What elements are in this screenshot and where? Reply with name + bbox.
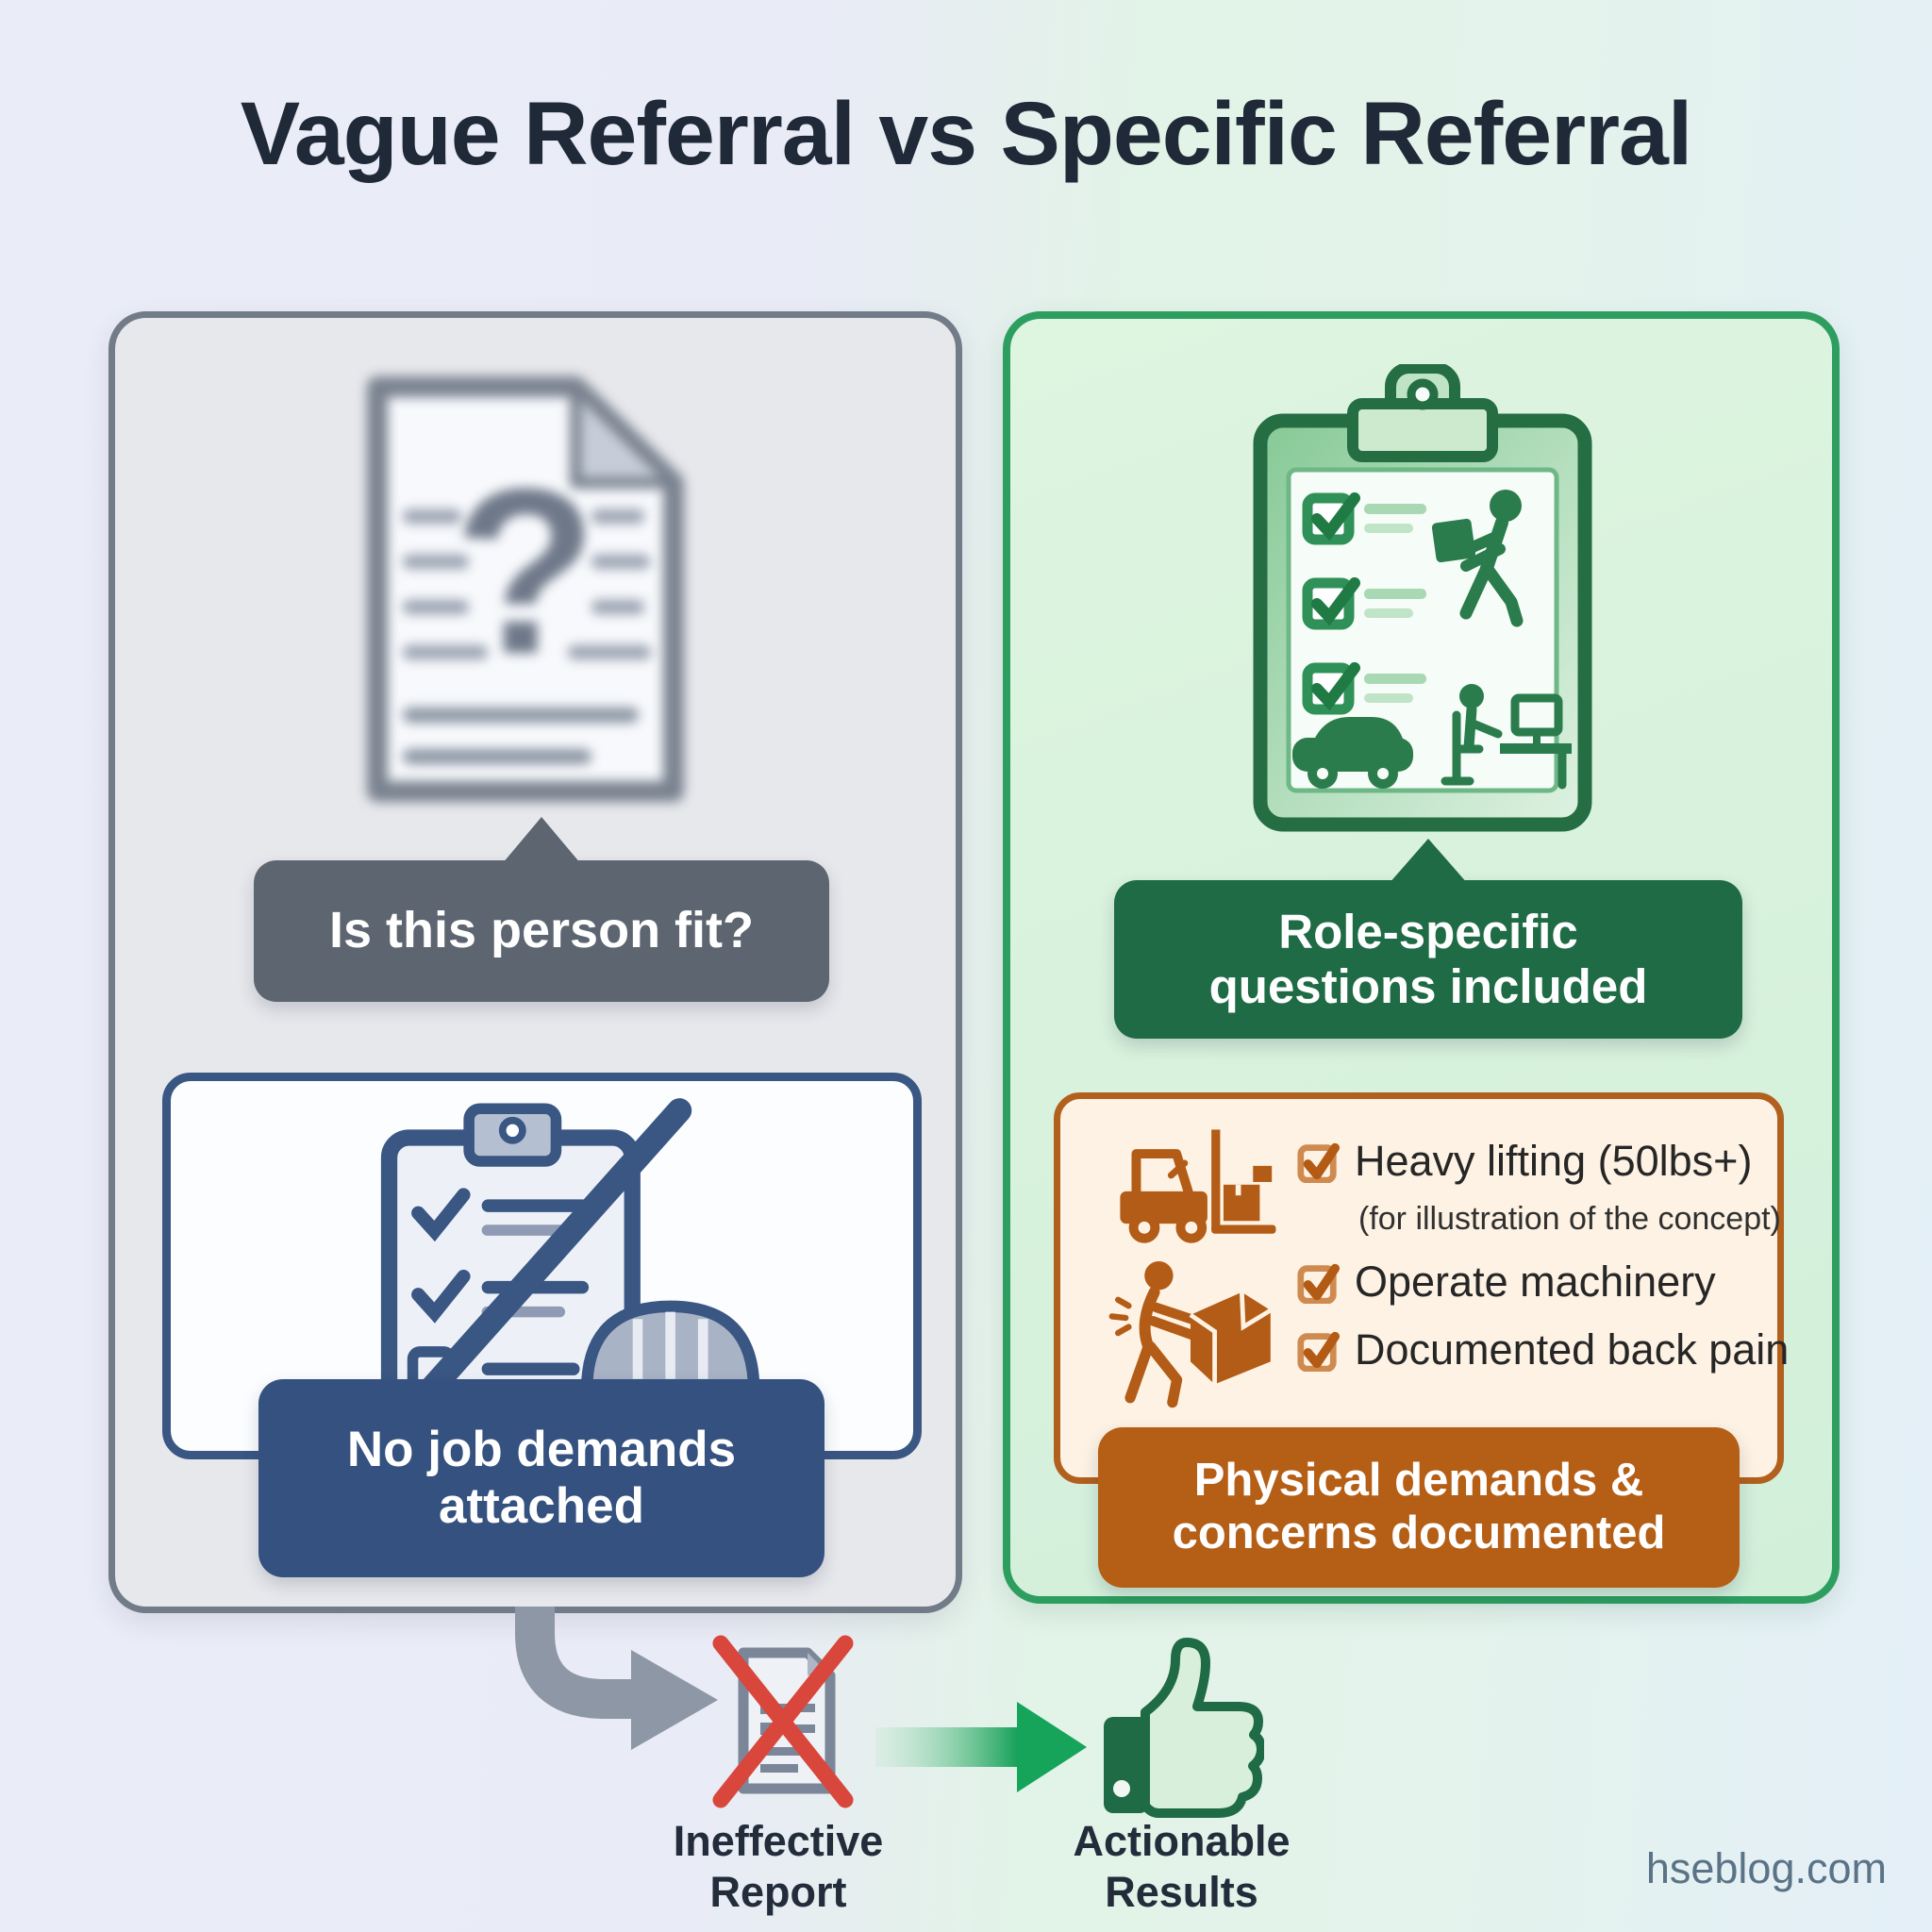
thumbs-up-icon bbox=[1104, 1638, 1264, 1818]
crossed-document-icon bbox=[712, 1635, 854, 1808]
ineffective-line2: Report bbox=[709, 1868, 847, 1916]
curved-arrow-icon bbox=[515, 1607, 718, 1750]
car-icon bbox=[1292, 717, 1413, 789]
badge-pointer-up bbox=[1389, 839, 1468, 884]
page-title: Vague Referral vs Specific Referral bbox=[240, 84, 1693, 184]
green-arrow-icon bbox=[875, 1702, 1087, 1792]
actionable-line1: Actionable bbox=[1073, 1817, 1291, 1865]
forklift-icon bbox=[1120, 1129, 1276, 1243]
ineffective-line1: Ineffective bbox=[673, 1817, 884, 1865]
checklist-label: Heavy lifting (50lbs+) bbox=[1355, 1137, 1753, 1185]
checklist-item-operate-machinery: Operate machinery bbox=[1296, 1257, 1716, 1307]
fit-question-badge: Is this person fit? bbox=[254, 817, 829, 1002]
physical-demands-badge: Physical demands & concerns documented bbox=[1098, 1427, 1740, 1588]
question-document-icon: ? bbox=[351, 370, 700, 808]
person-at-desk-icon bbox=[1441, 684, 1572, 790]
clipboard-checklist-icon bbox=[1253, 364, 1592, 832]
no-demands-line1: No job demands bbox=[346, 1421, 737, 1477]
person-lifting-box-icon bbox=[1108, 1261, 1273, 1408]
person-carrying-box-icon bbox=[1431, 490, 1524, 627]
orange-checkbox-icon bbox=[1297, 1142, 1340, 1183]
checklist-item-heavy-lifting: Heavy lifting (50lbs+) bbox=[1296, 1137, 1752, 1186]
actionable-line2: Results bbox=[1105, 1868, 1258, 1916]
ineffective-report-label: Ineffective Report bbox=[623, 1816, 934, 1918]
watermark: hseblog.com bbox=[1645, 1844, 1887, 1892]
role-badge-line1: Role-specific bbox=[1278, 904, 1578, 958]
svg-text:?: ? bbox=[454, 440, 598, 703]
orange-checkbox-icon bbox=[1297, 1263, 1340, 1304]
role-badge-line2: questions included bbox=[1208, 959, 1648, 1013]
checklist-item-back-pain: Documented back pain bbox=[1296, 1325, 1789, 1374]
no-demands-line2: attached bbox=[439, 1478, 644, 1534]
actionable-results-label: Actionable Results bbox=[1042, 1816, 1321, 1918]
checklist-label: Documented back pain bbox=[1355, 1325, 1790, 1374]
question-document-svg: ? bbox=[367, 376, 684, 802]
checklist-label: Operate machinery bbox=[1355, 1257, 1716, 1306]
badge-pointer-up bbox=[502, 817, 581, 864]
demands-detail-box: Heavy lifting (50lbs+) (for illustration… bbox=[1054, 1092, 1789, 1484]
orange-checkbox-icon bbox=[1297, 1331, 1340, 1372]
demands-badge-line1: Physical demands & bbox=[1193, 1455, 1644, 1507]
checklist-note: (for illustration of the concept) bbox=[1358, 1201, 1781, 1237]
specific-referral-panel: Role-specific questions included bbox=[1003, 311, 1840, 1604]
no-demands-badge: No job demands attached bbox=[258, 1379, 824, 1577]
fit-question-text: Is this person fit? bbox=[328, 902, 755, 959]
demands-badge-line2: concerns documented bbox=[1172, 1507, 1666, 1558]
vague-referral-panel: ? Is this person fit? bbox=[108, 311, 962, 1613]
role-specific-badge: Role-specific questions included bbox=[1114, 839, 1742, 1039]
green-check-rows bbox=[1302, 492, 1426, 715]
